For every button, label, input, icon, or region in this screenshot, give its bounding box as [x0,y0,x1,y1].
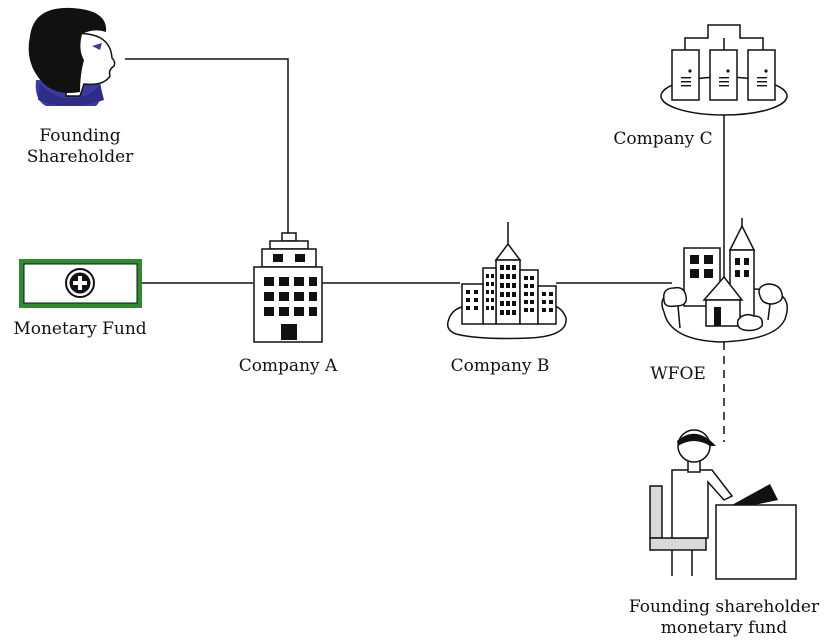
founding-shareholder-fund-label-line1: Founding shareholder [628,597,820,617]
office-building-icon [253,232,323,343]
connectors [125,58,725,442]
monetary-fund-label: Monetary Fund [13,319,147,339]
company-b-label: Company B [450,356,550,376]
connector-shareholder-to-company-a [125,58,289,238]
city-buildings-icon [446,222,567,340]
server-rack-icon [660,24,788,116]
founding-shareholder-fund-label: Founding shareholder monetary fund [624,597,824,639]
company-c-label: Company C [613,129,713,149]
company-a-label: Company A [238,356,338,376]
founding-shareholder-label-line2: Shareholder [26,147,134,167]
founding-shareholder-label-line1: Founding [39,126,121,146]
money-bill-icon [19,259,142,308]
town-icon [661,218,788,343]
founding-shareholder-fund-label-line2: monetary fund [660,618,788,638]
founding-shareholder-label: Founding Shareholder [20,126,140,168]
person-head-icon [28,7,116,106]
wfoe-label: WFOE [650,364,706,384]
person-at-desk-icon [649,429,797,580]
